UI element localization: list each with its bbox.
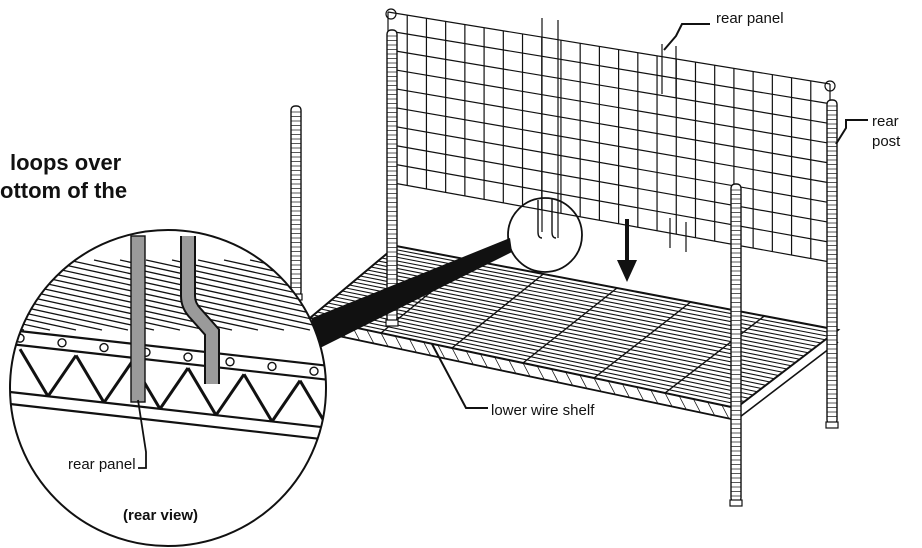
- rear-post-label-line1: rear: [872, 113, 899, 130]
- detail-caption: (rear view): [123, 507, 199, 524]
- rear-panel-label: rear panel: [716, 10, 784, 27]
- detail-source-circle: [507, 197, 583, 273]
- magnifier-beam: [312, 238, 512, 352]
- rear-post-label-line2: post: [872, 133, 901, 150]
- center-rear-post: [385, 29, 399, 327]
- down-arrow-icon: [617, 219, 637, 282]
- rear-wire-panel: [385, 8, 836, 263]
- lower-wire-shelf-label: lower wire shelf: [491, 402, 595, 419]
- panel-hooks-in-circle: [537, 198, 557, 239]
- left-rear-post: [289, 105, 303, 301]
- callout-lines: [431, 23, 868, 409]
- shelf-posts: [289, 29, 839, 507]
- detail-view: [9, 229, 327, 547]
- front-right-post: [729, 183, 743, 507]
- rear-post: [825, 99, 839, 429]
- detail-rear-panel-label: rear panel: [68, 456, 136, 473]
- instruction-line2: ottom of the: [0, 178, 128, 203]
- instruction-line1: loops over: [10, 150, 122, 175]
